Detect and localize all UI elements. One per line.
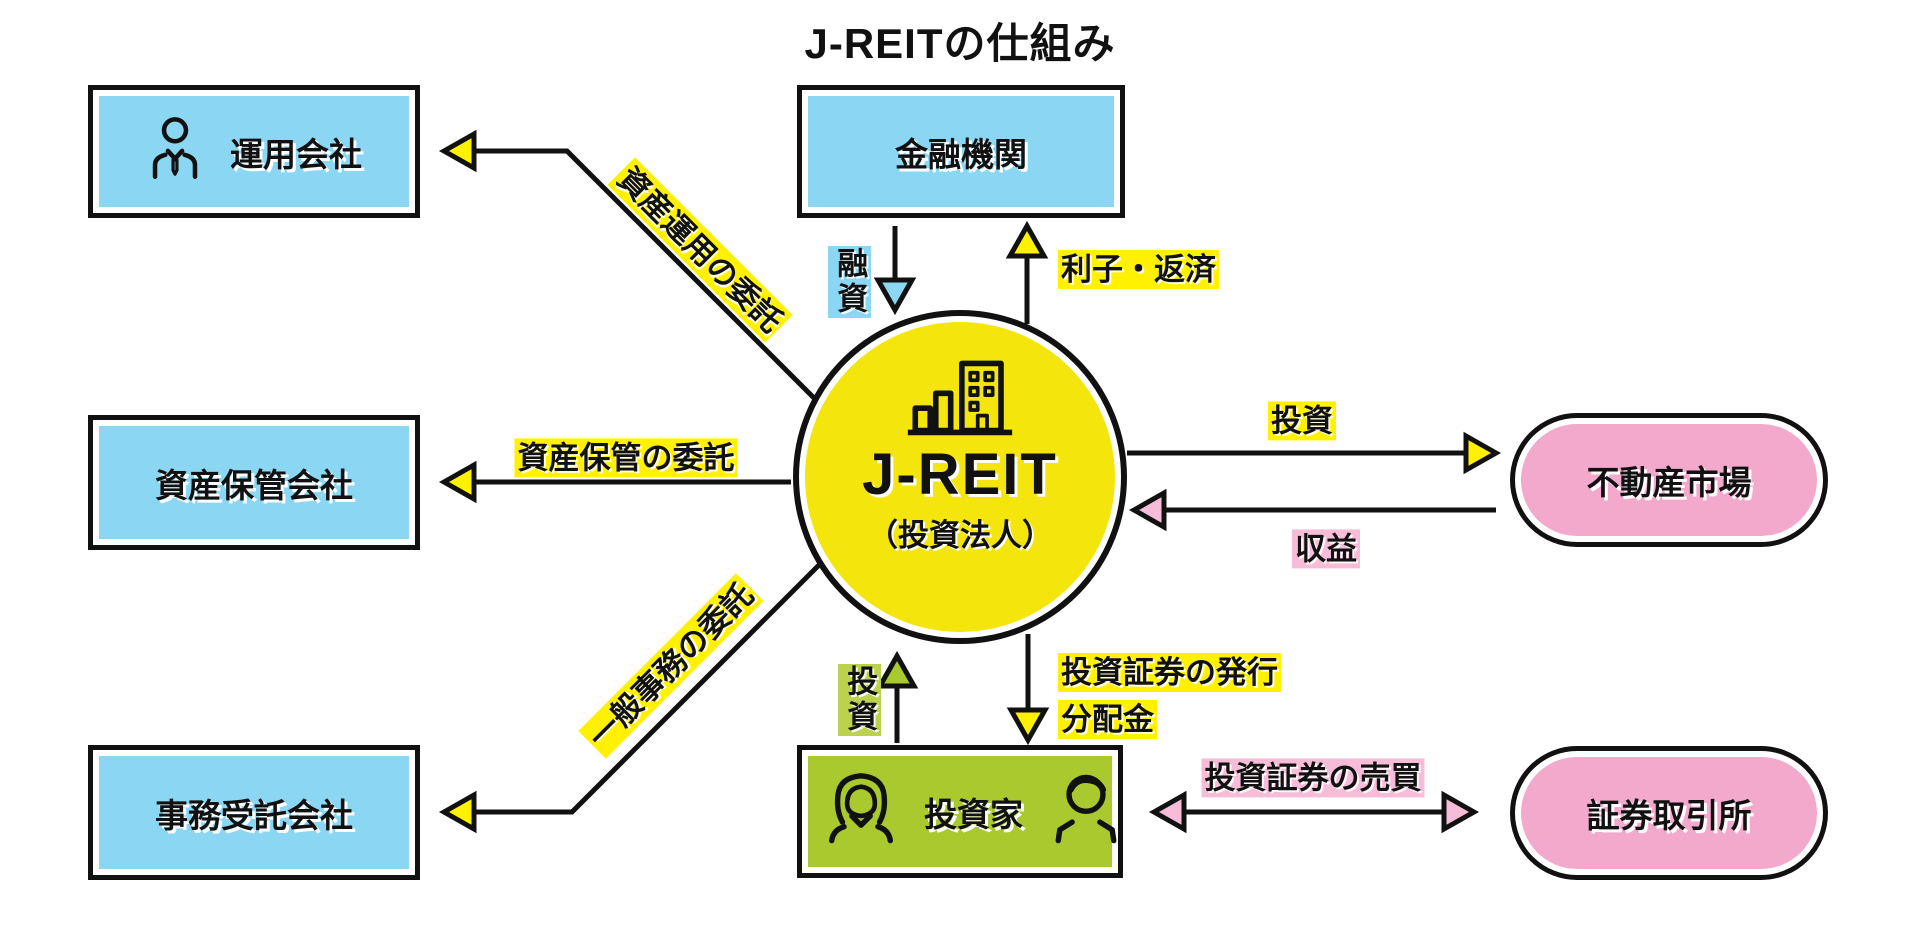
arrow-interest-repayment (1005, 220, 1049, 324)
node-stock-exchange: 証券取引所 (1510, 746, 1828, 880)
flow-label-income: 収益 (1292, 529, 1360, 569)
node-j-reit: J-REIT （投資法人） (793, 310, 1127, 644)
woman-investor-icon (824, 766, 898, 857)
flow-label-investment: 投資 (1268, 401, 1336, 441)
arrow-income (1128, 488, 1496, 532)
arrow-investment (1127, 431, 1502, 475)
node-administrative-agent-company: 事務受託会社 (88, 745, 420, 880)
node-financial-institution: 金融機関 (797, 85, 1125, 218)
node-label: 金融機関 (895, 135, 1027, 173)
node-asset-custody-company: 資産保管会社 (88, 415, 420, 550)
node-label: 証券取引所 (1586, 797, 1752, 834)
building-bar-chart-icon (904, 356, 1016, 443)
center-sublabel: （投資法人） (867, 517, 1053, 553)
node-label: 投資家 (924, 795, 1023, 833)
node-label: 資産保管会社 (155, 466, 353, 504)
center-label: J-REIT (862, 442, 1058, 507)
node-management-company: 運用会社 (88, 85, 420, 218)
flow-label-investor-investment: 投資 (838, 664, 882, 736)
arrow-asset-management-delegation (438, 129, 817, 401)
flow-label-securities-issuance: 投資証券の発行 (1058, 653, 1281, 693)
flow-label-securities-trading: 投資証券の売買 (1201, 758, 1425, 798)
businessman-icon (146, 112, 204, 191)
arrow-loan (873, 226, 917, 316)
node-label: 運用会社 (230, 135, 362, 173)
flow-label-interest-repayment: 利子・返済 (1058, 250, 1219, 290)
node-real-estate-market: 不動産市場 (1510, 413, 1828, 547)
diagram-title: J-REITの仕組み (804, 20, 1116, 67)
node-label: 不動産市場 (1586, 464, 1752, 501)
arrow-securities-trading (1148, 790, 1480, 834)
node-investors: 投資家 (797, 745, 1123, 878)
man-investor-icon (1049, 766, 1123, 857)
arrow-general-admin-delegation (438, 562, 822, 834)
arrow-investor-investment (875, 650, 919, 743)
arrow-asset-custody-delegation (438, 460, 791, 504)
node-label: 事務受託会社 (155, 796, 353, 834)
flow-label-dividends: 分配金 (1058, 700, 1157, 740)
flow-label-loan: 融資 (828, 246, 872, 318)
flow-label-asset-custody-delegation: 資産保管の委託 (514, 438, 738, 478)
arrow-issuance-dividends (1006, 634, 1050, 746)
